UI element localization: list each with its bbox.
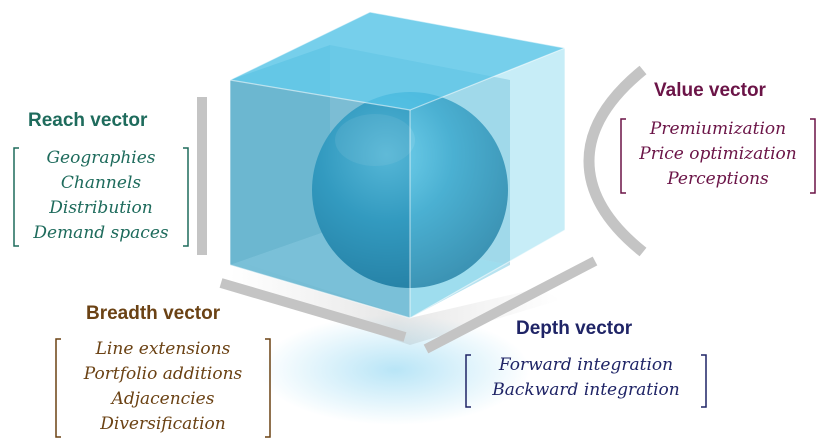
reach-item-list: Geographies Channels Distribution Demand… (14, 146, 188, 246)
floor-reflection (260, 315, 530, 425)
breadth-bracket (55, 338, 271, 438)
depth-item-list: Forward integration Backward integration (466, 353, 706, 403)
reach-bracket (13, 147, 189, 247)
value-arc (583, 65, 647, 257)
value-item: Premiumization (649, 119, 787, 139)
value-item: Price optimization (639, 144, 797, 164)
depth-bar (423, 256, 598, 354)
reach-item: Channels (60, 173, 142, 193)
breadth-vector-title: Breadth vector (86, 303, 221, 324)
depth-item: Forward integration (498, 355, 674, 375)
depth-bracket (465, 354, 707, 408)
breadth-item: Portfolio additions (83, 364, 243, 384)
cube-front-right-face (410, 48, 565, 318)
value-vector-title: Value vector (654, 80, 766, 101)
reach-bar (197, 97, 207, 255)
reach-vector-title: Reach vector (28, 110, 148, 131)
cube-front-left-face (230, 80, 410, 318)
cube-top-face (230, 12, 565, 110)
reach-item: Geographies (46, 148, 156, 168)
value-item-list: Premiumization Price optimization Percep… (621, 117, 815, 192)
depth-vector-title: Depth vector (516, 318, 633, 339)
breadth-item: Diversification (100, 414, 226, 434)
value-bracket (620, 118, 816, 194)
depth-item: Backward integration (492, 380, 680, 400)
breadth-item: Adjacencies (111, 389, 215, 409)
breadth-item: Line extensions (95, 339, 231, 359)
value-item: Perceptions (667, 169, 769, 189)
reach-item: Distribution (49, 198, 153, 218)
reach-item: Demand spaces (33, 223, 169, 243)
breadth-item-list: Line extensions Portfolio additions Adja… (56, 337, 270, 437)
breadth-bar (219, 278, 407, 342)
